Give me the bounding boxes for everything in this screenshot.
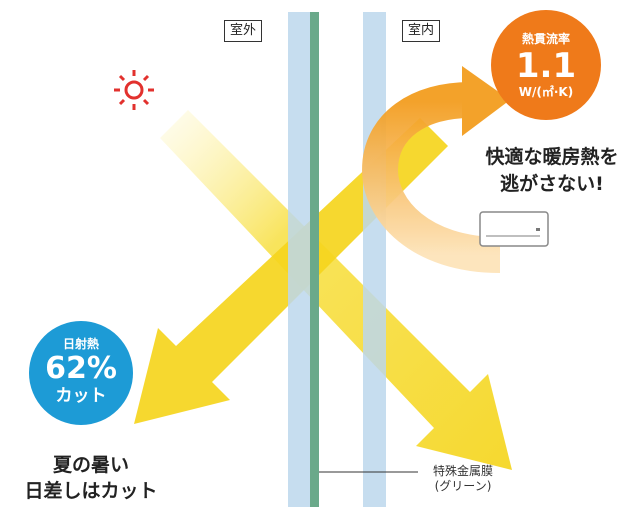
thermal-transmittance-badge: 熱貫流率 1.1 W/(㎡·K) [491,10,601,120]
indoor-glass-pane [363,12,386,507]
solar-badge-action: カット [55,386,107,406]
thermal-badge-value: 1.1 [515,46,577,86]
film-label-line2: (グリーン) [434,479,492,493]
solar-heat-badge: 日射熱 62% カット [29,321,133,425]
transmitted-sun-arrow [160,110,512,470]
indoor-label: 室内 [402,20,441,42]
outdoor-glass-pane [288,12,310,507]
solar-badge-value: 62% [45,351,117,386]
sun-icon [114,70,154,110]
metal-film [310,12,319,507]
thermal-badge-unit: W/(㎡·K) [518,85,574,99]
heat-caption-line2: 逃がさない! [500,173,604,195]
air-conditioner-icon [479,211,549,247]
summer-caption: 夏の暑い 日差しはカット [6,452,176,504]
solar-badge-title: 日射熱 [62,337,99,351]
thermal-badge-title: 熱貫流率 [521,32,570,46]
summer-caption-line1: 夏の暑い [52,454,129,476]
film-label-line1: 特殊金属膜 [432,464,493,478]
outdoor-label: 室外 [224,20,263,42]
heat-caption: 快適な暖房熱を 逃がさない! [462,144,642,198]
heat-caption-line1: 快適な暖房熱を [485,146,619,168]
film-label: 特殊金属膜 (グリーン) [418,464,508,494]
summer-caption-line2: 日差しはカット [24,480,158,502]
heat-retention-arrow [361,66,510,273]
